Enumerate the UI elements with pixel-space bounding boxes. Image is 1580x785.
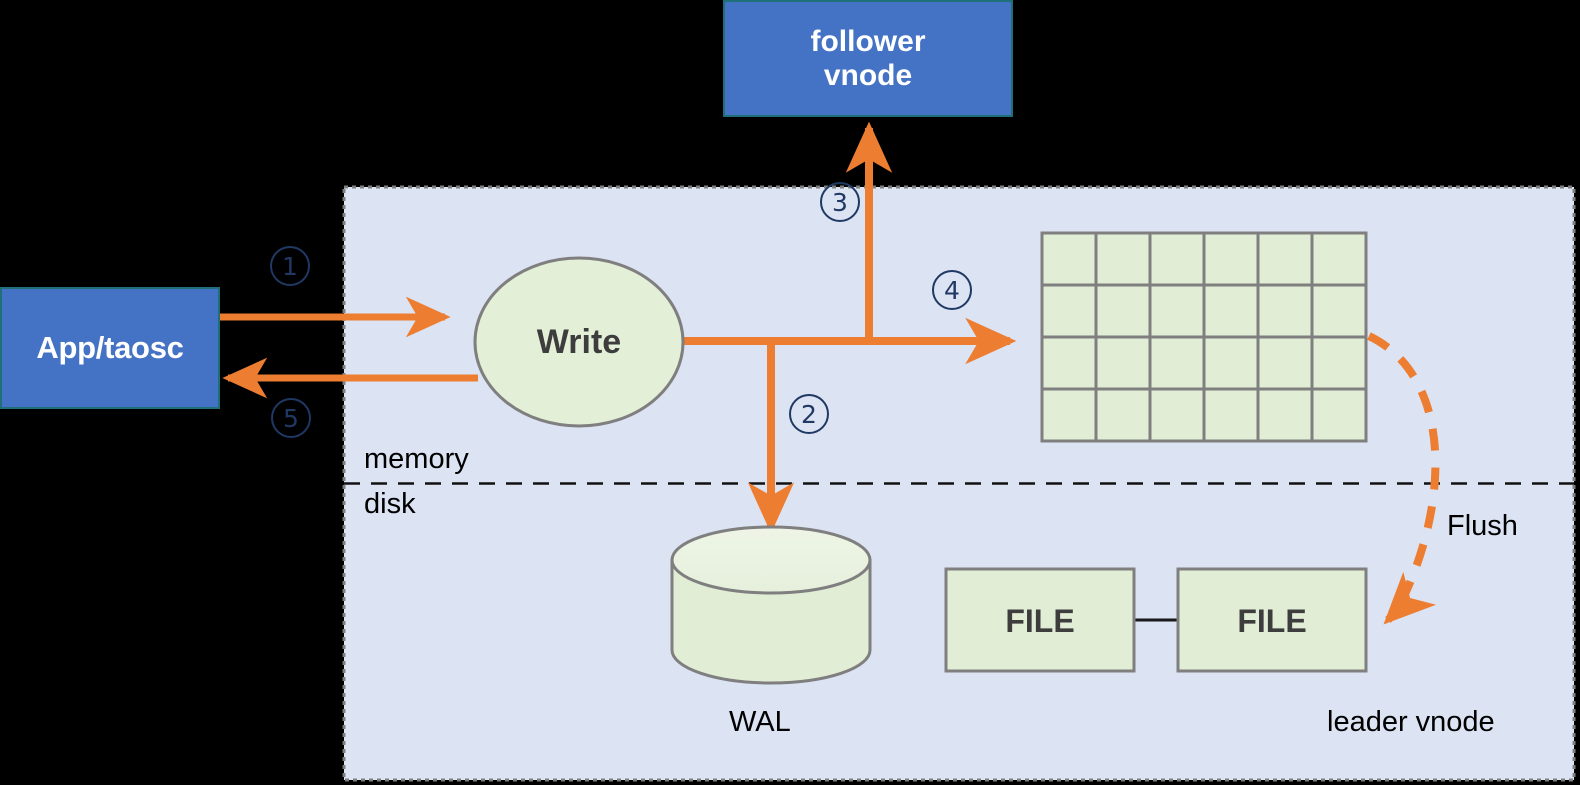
write-node (473, 256, 685, 428)
step-marker-3: 3 (820, 182, 860, 222)
step-marker-1: 1 (270, 246, 310, 286)
write-node-label: Write (536, 322, 622, 361)
file-box-2 (1176, 567, 1368, 673)
app-taosc-box[interactable]: App/taosc (0, 287, 220, 409)
step-marker-4: 4 (932, 270, 972, 310)
step-marker-2: 2 (789, 394, 829, 434)
file-box-1 (944, 567, 1136, 673)
follower-vnode-label-line2: vnode (823, 58, 913, 92)
follower-vnode-label-line1: follower (810, 24, 926, 58)
file-box-1-label: FILE (1005, 602, 1075, 639)
flush-label: Flush (1447, 510, 1518, 542)
arrow-flush (1367, 332, 1440, 625)
file-box-2-label: FILE (1237, 602, 1307, 639)
leader-vnode-label: leader vnode (1327, 706, 1495, 738)
follower-vnode-box[interactable]: follower vnode (723, 0, 1013, 117)
wal-label: WAL (729, 706, 791, 738)
memtable-grid (1040, 231, 1368, 443)
memory-label: memory (364, 443, 469, 475)
step-marker-5: 5 (271, 398, 311, 438)
wal-cylinder (670, 525, 872, 685)
disk-label: disk (364, 488, 416, 520)
app-taosc-label: App/taosc (36, 330, 184, 365)
